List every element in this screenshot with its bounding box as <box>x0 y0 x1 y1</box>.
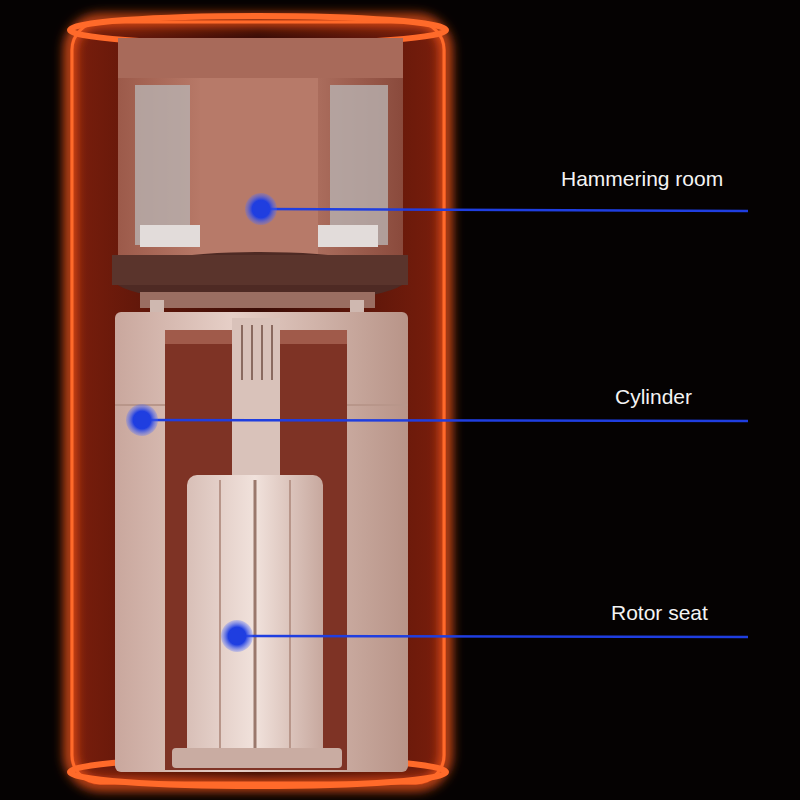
part-label: Rotor seat <box>611 600 708 625</box>
part-label: Cylinder <box>615 384 692 409</box>
part-label: Hammering room <box>561 166 723 191</box>
